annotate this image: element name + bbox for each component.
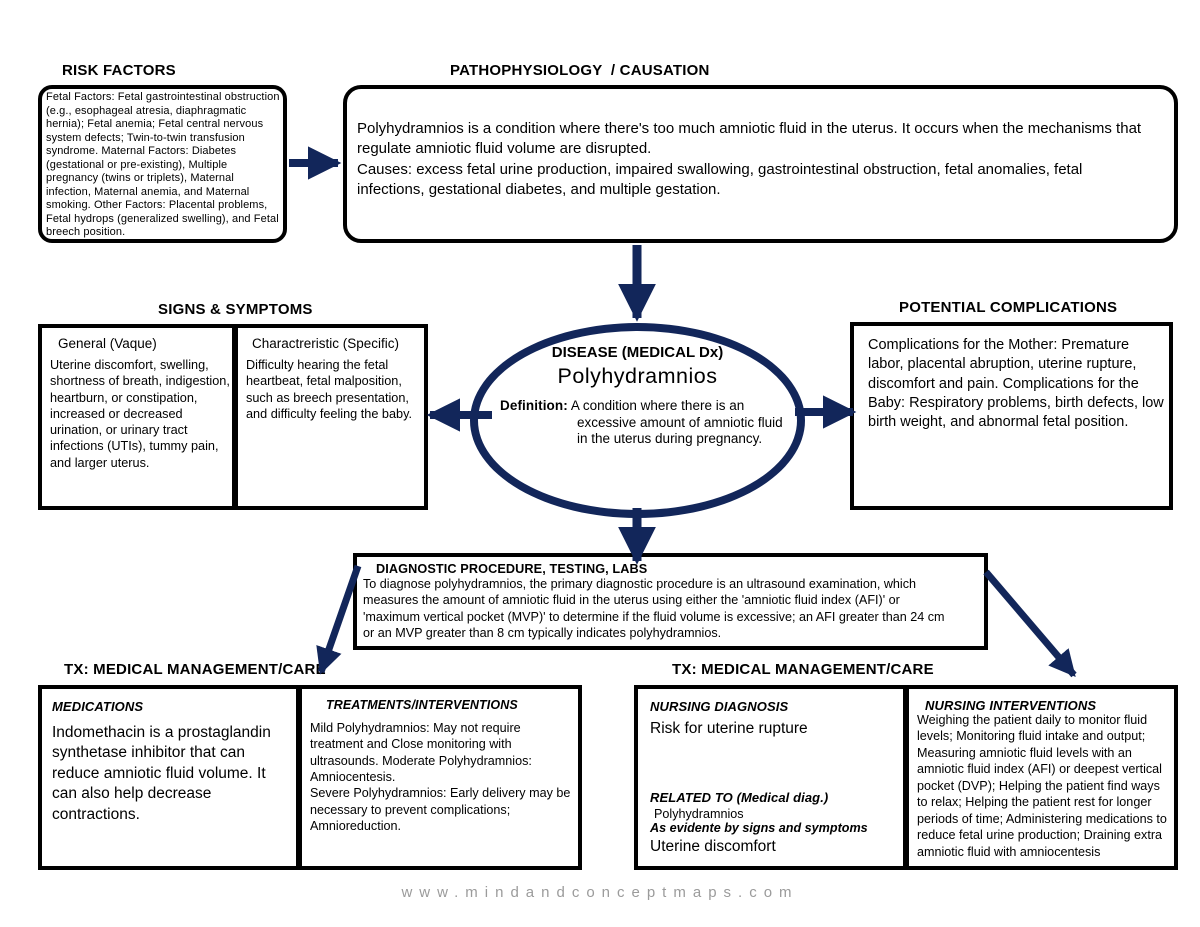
disease-name: Polyhydramnios <box>557 364 718 388</box>
signs-symptoms-heading: SIGNS & SYMPTOMS <box>158 301 313 318</box>
treatments-title: TREATMENTS/INTERVENTIONS <box>326 698 518 712</box>
related-to-value: Polyhydramnios <box>654 807 744 821</box>
signs-characteristic-text: Difficulty hearing the fetal heartbeat, … <box>246 358 412 421</box>
arrow-diagnostics-to-tx-nursing <box>983 569 1077 678</box>
nursing-interventions-column: NURSING INTERVENTIONS Weighing the patie… <box>903 689 1174 866</box>
footer-url: www.mindandconceptmaps.com <box>401 884 799 901</box>
risk-factors-box: Fetal Factors: Fetal gastrointestinal ob… <box>38 85 287 243</box>
definition-text: A condition where there is an excessive … <box>570 398 783 447</box>
diagnostics-text: To diagnose polyhydramnios, the primary … <box>363 577 945 641</box>
tx-nursing-heading: TX: MEDICAL MANAGEMENT/CARE <box>672 661 934 678</box>
medications-title: MEDICATIONS <box>52 699 144 714</box>
disease-label: DISEASE (MEDICAL Dx) <box>551 344 724 361</box>
medications-column: MEDICATIONS Indomethacin is a prostaglan… <box>42 689 296 866</box>
related-to-label: RELATED TO (Medical diag.) <box>650 790 829 805</box>
signs-general-title: General (Vaque) <box>58 336 157 351</box>
definition-label: Definition: <box>500 398 568 413</box>
treatments-text: Mild Polyhydramnios: May not require tre… <box>310 721 571 834</box>
potential-complications-text: Complications for the Mother: Premature … <box>868 337 1164 431</box>
medications-text: Indomethacin is a prostaglandin syntheta… <box>52 724 271 823</box>
evidence-value: Uterine discomfort <box>650 838 776 855</box>
risk-factors-text: Fetal Factors: Fetal gastrointestinal ob… <box>46 91 280 239</box>
signs-symptoms-box: General (Vaque) Uterine discomfort, swel… <box>38 324 428 510</box>
signs-general-column: General (Vaque) Uterine discomfort, swel… <box>42 328 232 506</box>
nursing-diagnosis-column: NURSING DIAGNOSIS Risk for uterine ruptu… <box>638 689 903 866</box>
pathophysiology-text: Polyhydramnios is a condition where ther… <box>357 120 1142 199</box>
potential-complications-heading: POTENTIAL COMPLICATIONS <box>899 299 1118 316</box>
signs-characteristic-column: Charactreristic (Specific) Difficulty he… <box>232 328 424 506</box>
tx-medical-box: MEDICATIONS Indomethacin is a prostaglan… <box>38 685 582 870</box>
diagnostics-box: DIAGNOSTIC PROCEDURE, TESTING, LABS To d… <box>353 553 988 650</box>
nursing-diagnosis-title: NURSING DIAGNOSIS <box>650 699 789 714</box>
treatments-column: TREATMENTS/INTERVENTIONS Mild Polyhydram… <box>296 689 578 866</box>
potential-complications-box: Complications for the Mother: Premature … <box>850 322 1173 510</box>
signs-characteristic-title: Charactreristic (Specific) <box>252 336 400 351</box>
nursing-interventions-text: Weighing the patient daily to monitor fl… <box>917 713 1167 859</box>
disease-definition: Definition: A condition where there is a… <box>500 398 792 448</box>
disease-ellipse: DISEASE (MEDICAL Dx) Polyhydramnios Defi… <box>470 323 805 518</box>
tx-nursing-box: NURSING DIAGNOSIS Risk for uterine ruptu… <box>634 685 1178 870</box>
nursing-diagnosis-value: Risk for uterine rupture <box>650 720 808 737</box>
signs-general-text: Uterine discomfort, swelling, shortness … <box>50 358 230 470</box>
disease-ellipse-content: DISEASE (MEDICAL Dx) Polyhydramnios Defi… <box>478 331 797 510</box>
evidence-label: As evidente by signs and symptoms <box>650 821 868 835</box>
pathophysiology-box: Polyhydramnios is a condition where ther… <box>343 85 1178 243</box>
diagnostics-title: DIAGNOSTIC PROCEDURE, TESTING, LABS <box>376 562 648 576</box>
risk-factors-heading: RISK FACTORS <box>62 62 176 79</box>
nursing-interventions-title: NURSING INTERVENTIONS <box>925 698 1097 713</box>
tx-medical-heading: TX: MEDICAL MANAGEMENT/CARE <box>64 661 326 678</box>
pathophysiology-heading: PATHOPHYSIOLOGY / CAUSATION <box>450 62 710 79</box>
